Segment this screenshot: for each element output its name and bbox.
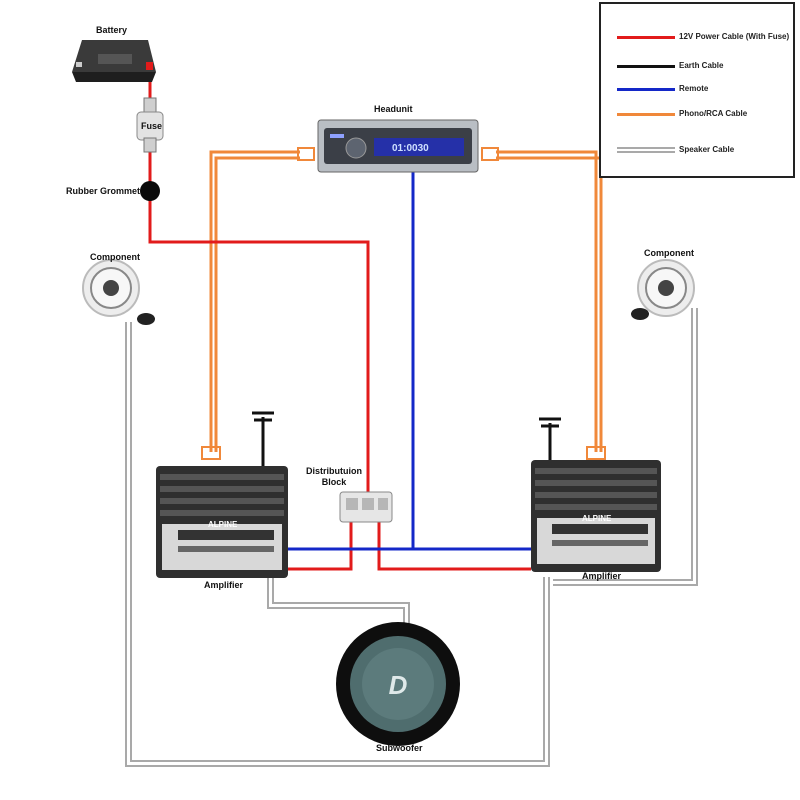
headunit-label: Headunit (374, 104, 413, 114)
remote-cables (288, 172, 531, 551)
legend-swatch-speaker (617, 147, 675, 149)
ground-symbol-icon (252, 411, 274, 422)
battery-icon (72, 40, 156, 82)
rca-plug-right-amp (586, 446, 606, 460)
svg-text:D: D (389, 670, 408, 700)
amp-brand-left: ALPINE (208, 520, 238, 529)
amplifier-left-label: Amplifier (204, 580, 244, 590)
speaker-cable-subwoofer (267, 578, 405, 632)
legend-swatch-earth (617, 65, 675, 68)
legend-label-earth: Earth Cable (679, 61, 724, 70)
distribution-block-icon (339, 491, 393, 523)
speaker-cable-right-component-inner (553, 308, 693, 581)
legend-item-power: 12V Power Cable (With Fuse) (617, 31, 795, 43)
power-cable-block-to-left-amp (288, 520, 353, 571)
headunit-display-text: 01:0030 (392, 143, 429, 154)
legend-item-earth: Earth Cable (617, 60, 795, 72)
legend-swatch-remote (617, 88, 675, 91)
earth-cables (252, 411, 561, 470)
grommet-label: Rubber Grommet (66, 186, 141, 196)
speaker-cable-subwoofer-inner (272, 578, 410, 632)
rca-cable-left-inner (214, 156, 300, 452)
legend-label-remote: Remote (679, 84, 709, 93)
amplifier-icon (156, 466, 288, 578)
legend-item-remote: Remote (617, 83, 795, 95)
amplifier-right-label: Amplifier (582, 571, 622, 581)
power-cable-battery-to-block (148, 70, 370, 500)
rca-cable-right (496, 150, 598, 452)
power-cables (148, 70, 531, 571)
rca-plug-headunit-left (297, 147, 315, 161)
legend: 12V Power Cable (With Fuse) Earth Cable … (599, 2, 795, 178)
legend-swatch-rca (617, 113, 675, 116)
component-speaker-icon (631, 259, 695, 320)
headunit-icon (317, 119, 479, 173)
subwoofer-icon: D (336, 622, 460, 746)
speaker-cables (125, 308, 698, 767)
legend-swatch-power (617, 36, 675, 39)
rca-cable-right-inner (496, 156, 603, 452)
battery-label: Battery (96, 25, 128, 35)
rca-plug-left-amp (201, 446, 221, 460)
legend-label-rca: Phono/RCA Cable (679, 109, 748, 118)
rca-cables (201, 147, 606, 460)
speaker-cable-right-component (553, 308, 698, 586)
legend-label-power: 12V Power Cable (With Fuse) (679, 32, 790, 41)
speaker-cable-left-component (125, 322, 550, 767)
component-speaker-icon (82, 259, 155, 325)
subwoofer-label: Subwoofer (376, 743, 423, 753)
amplifier-icon (531, 460, 661, 572)
component-right-label: Component (644, 248, 694, 258)
fuse-icon (136, 97, 164, 153)
amp-brand-right: ALPINE (582, 514, 612, 523)
rca-plug-headunit-right (481, 147, 499, 161)
component-left-label: Component (90, 252, 140, 262)
power-cable-block-to-right-amp (377, 520, 531, 571)
grommet-icon (140, 181, 160, 201)
speaker-cable-left-component-inner (130, 322, 545, 762)
legend-item-rca: Phono/RCA Cable (617, 108, 795, 120)
distribution-block-label: Distributuion Block (306, 466, 362, 487)
fuse-label: Fuse (141, 121, 163, 131)
rca-cable-left (209, 150, 300, 452)
ground-symbol-icon (539, 417, 561, 428)
legend-item-speaker: Speaker Cable (617, 144, 795, 156)
legend-label-speaker: Speaker Cable (679, 145, 735, 154)
